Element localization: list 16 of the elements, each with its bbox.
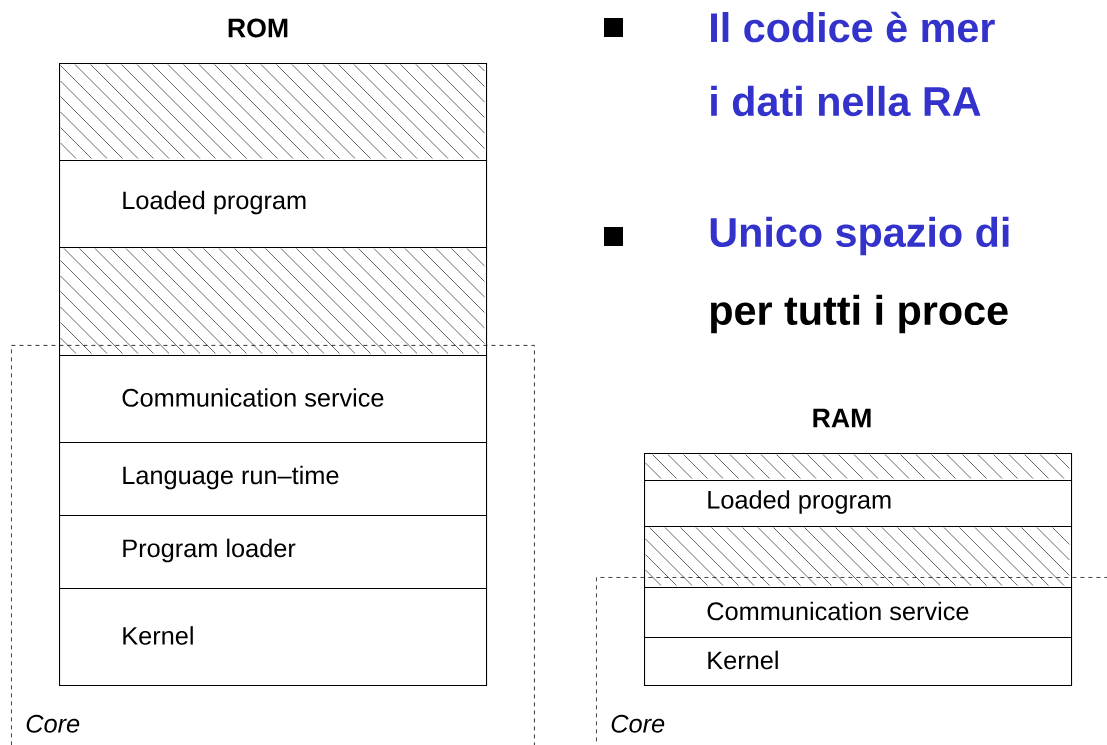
bullet-text: i dati nella RA <box>711 85 981 117</box>
hatched-block <box>59 63 488 162</box>
memory-block: Communication service <box>644 587 1073 639</box>
memory-block: Communication service <box>59 355 488 444</box>
memory-block: Loaded program <box>644 480 1073 528</box>
memory-title: ROM <box>228 18 288 38</box>
hatched-block <box>59 247 488 357</box>
memory-block: Kernel <box>59 588 488 687</box>
memory-block: Loaded program <box>59 160 488 249</box>
bullet-text: Il codice è mer <box>711 11 995 43</box>
memory-block: Kernel <box>644 637 1073 687</box>
memory-block: Language run–time <box>59 442 488 517</box>
bullet-text: Unico spazio di <box>710 216 1009 256</box>
bullet-text: per tutti i proce <box>711 294 1008 334</box>
memory-title: RAM <box>813 408 871 428</box>
memory-block: Program loader <box>59 515 488 590</box>
